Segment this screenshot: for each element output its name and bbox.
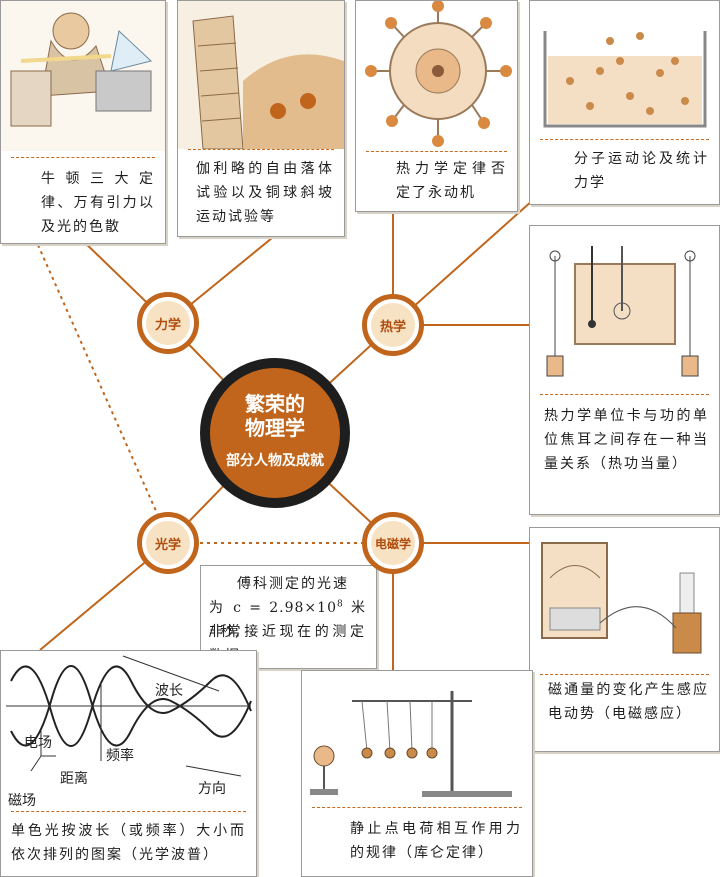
card-joule: 热力学单位卡与功的单位焦耳之间存在一种当量关系（热功当量） [529,225,720,515]
node-optics-label: 光学 [154,537,181,553]
node-electromagnetism[interactable]: 电磁学 [362,512,424,574]
newton-text: 牛 顿 三 大 定律、万有引力以及光的色散 [41,171,155,235]
center-hub: 繁荣的 物理学 部分人物及成就 [200,358,350,508]
label-direction: 方向 [198,781,226,797]
lightspeed-line1: 傅科测定的光速 [237,576,349,592]
label-wavelength: 波长 [155,683,183,699]
spectrum-text: 单色光按波长（或频率）大小而依次排列的图案（光学波普） [11,823,246,863]
node-electromagnetism-label: 电磁学 [374,536,411,551]
label-distance: 距离 [60,771,88,787]
coulomb-text: 静止点电荷相互作用力的规律（库仑定律） [350,821,522,861]
card-spectrum: 波长 频率 电场 距离 磁场 方向 单色光按波长（或频率）大小而依次排列的图案（… [0,650,257,877]
center-title: 繁荣的 物理学 [245,392,305,440]
joule-text: 热力学单位卡与功的单位焦耳之间存在一种当量关系（热功当量） [544,408,709,472]
molecular-container-illustration [543,31,707,128]
lightspeed-value: 为 c = 2.98×10 [209,600,337,616]
molecular-text: 分子运动论及统计力学 [574,151,709,191]
node-optics[interactable]: 光学 [137,512,199,574]
galileo-illustration [178,1,344,149]
center-subtitle: 部分人物及成就 [226,453,324,469]
wave-illustration [6,655,252,777]
node-mechanics[interactable]: 力学 [137,292,199,354]
card-faraday: 磁通量的变化产生感应电动势（电磁感应） [529,527,720,752]
lightspeed-unit: 米 / 秒, [209,600,367,640]
perpetual-text: 热力学定律否定了永动机 [396,161,507,201]
faraday-text: 磁通量的变化产生感应电动势（电磁感应） [548,682,709,722]
label-bfield: 磁场 [8,793,36,809]
lightspeed-line2: 为 c = 2.98×108 米 / 秒, [209,596,366,644]
label-frequency: 频率 [106,748,134,764]
card-newton: 牛 顿 三 大 定律、万有引力以及光的色散 [0,0,166,244]
joule-apparatus-illustration [546,246,699,377]
card-molecular: 分子运动论及统计力学 [529,0,720,205]
node-thermodynamics-label: 热学 [379,319,406,335]
node-mechanics-label: 力学 [154,317,181,333]
node-thermodynamics[interactable]: 热学 [362,294,424,356]
card-coulomb: 静止点电荷相互作用力的规律（库仑定律） [301,670,533,877]
faraday-galvanometer-illustration [541,542,702,654]
newton-illustration [1,1,165,151]
card-galileo: 伽利略的自由落体试验以及铜球斜坡运动试验等 [177,0,345,237]
perpetual-wheel-illustration [365,1,512,147]
galileo-text: 伽利略的自由落体试验以及铜球斜坡运动试验等 [196,161,334,225]
card-perpetual: 热力学定律否定了永动机 [355,0,518,212]
lightspeed-exponent: 8 [336,599,344,610]
label-efield: 电场 [24,735,52,751]
coulomb-balance-illustration [310,691,512,797]
